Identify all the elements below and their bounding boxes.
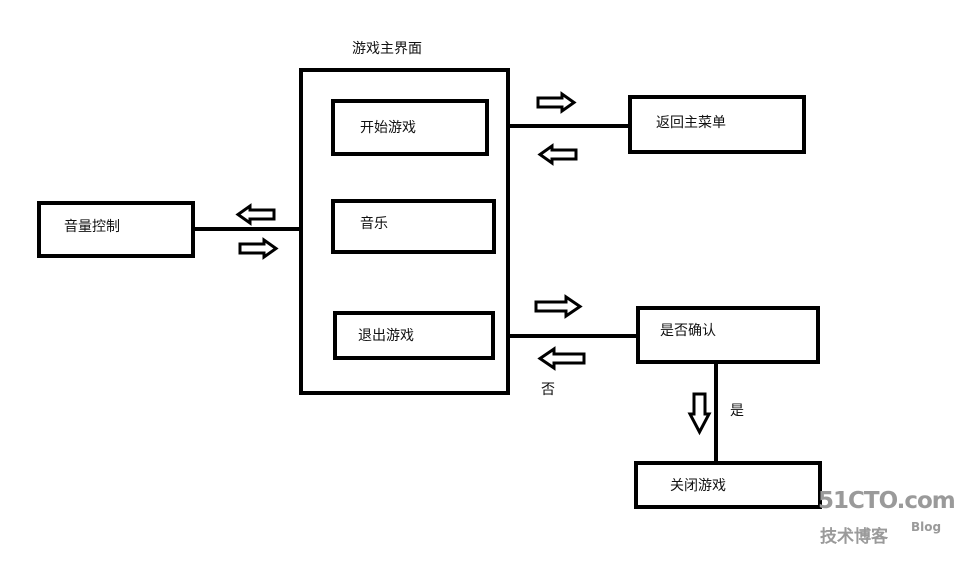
music-label: 音乐 xyxy=(360,216,388,232)
connector-start-return xyxy=(488,124,630,128)
right-arrow-icon xyxy=(534,294,583,319)
close-game-box xyxy=(634,461,822,509)
music-box xyxy=(331,199,496,254)
return-menu-box xyxy=(628,95,806,154)
return-menu-label: 返回主菜单 xyxy=(656,115,726,131)
connector-quit-confirm xyxy=(493,334,636,338)
yes-label: 是 xyxy=(730,403,744,419)
left-arrow-icon xyxy=(537,346,586,371)
quit-game-box xyxy=(333,311,495,360)
right-arrow-icon xyxy=(536,91,577,114)
close-game-label: 关闭游戏 xyxy=(670,478,726,494)
start-game-label: 开始游戏 xyxy=(360,120,416,136)
watermark-site: 51CTO.com xyxy=(818,488,956,514)
connector-music-volume xyxy=(194,227,332,231)
right-arrow-icon xyxy=(238,237,279,260)
connector-confirm-close xyxy=(714,362,718,462)
volume-control-label: 音量控制 xyxy=(64,219,120,235)
no-label: 否 xyxy=(541,382,555,398)
left-arrow-icon xyxy=(235,203,276,226)
quit-game-label: 退出游戏 xyxy=(358,328,414,344)
start-game-box xyxy=(331,99,489,156)
watermark-tagline: 技术博客 xyxy=(820,527,888,547)
left-arrow-icon xyxy=(537,143,578,166)
confirm-box xyxy=(636,306,820,364)
confirm-label: 是否确认 xyxy=(660,323,716,339)
volume-control-box xyxy=(37,201,195,258)
main-screen-title: 游戏主界面 xyxy=(352,41,422,57)
down-arrow-icon xyxy=(687,392,712,436)
watermark-blog: Blog xyxy=(911,520,942,534)
